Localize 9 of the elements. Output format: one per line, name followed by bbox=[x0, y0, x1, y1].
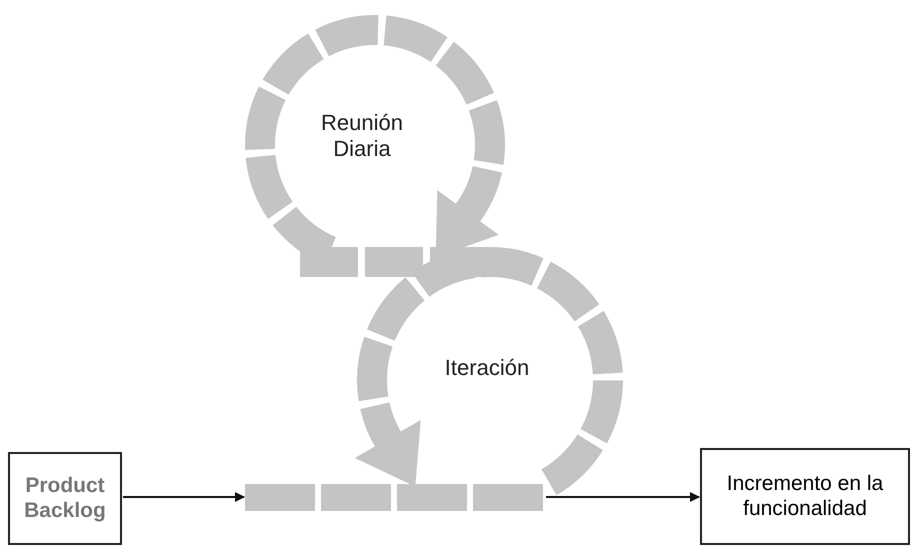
process-box bbox=[700, 448, 910, 545]
loop-label: Reunión Diaria bbox=[320, 110, 404, 162]
loop-label: Iteración bbox=[444, 355, 530, 381]
arrow bbox=[546, 492, 700, 502]
arrow bbox=[123, 492, 245, 502]
box-label: Product Backlog bbox=[23, 474, 107, 523]
track-bar bbox=[245, 484, 543, 511]
box-label: Incremento en la funcionalidad bbox=[726, 472, 884, 521]
process-box bbox=[8, 452, 122, 545]
